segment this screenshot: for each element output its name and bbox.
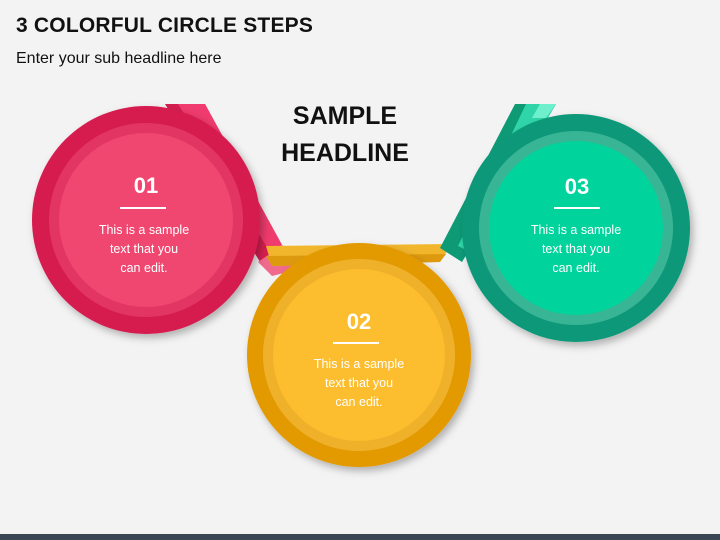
- slide-title: 3 COLORFUL CIRCLE STEPS: [16, 14, 314, 37]
- step-text-03-line-3: can edit.: [552, 261, 600, 275]
- step-divider-01: [120, 207, 166, 209]
- step-text-02-line-3: can edit.: [335, 395, 383, 409]
- step-text-01-line-1: This is a sample: [98, 223, 190, 237]
- step-text-01: This is a sample text that you can edit.: [74, 221, 214, 278]
- step-text-02: This is a sample text that you can edit.: [289, 355, 429, 412]
- step-divider-03: [554, 207, 600, 209]
- step-number-03: 03: [564, 174, 590, 199]
- step-text-02-line-2: text that you: [324, 376, 394, 390]
- step-text-01-line-2: text that you: [109, 242, 179, 256]
- sample-headline: SAMPLE HEADLINE: [250, 98, 440, 172]
- step-number-01: 01: [133, 173, 159, 198]
- step-text-03-line-2: text that you: [541, 242, 611, 256]
- step-text-01-line-3: can edit.: [120, 261, 168, 275]
- step-text-03-line-1: This is a sample: [530, 223, 622, 237]
- step-circle-01: [32, 106, 260, 334]
- step-divider-02: [333, 342, 379, 344]
- step-text-02-line-1: This is a sample: [313, 357, 405, 371]
- slide-subtitle: Enter your sub headline here: [16, 50, 222, 67]
- bottom-bar: [0, 534, 720, 540]
- headline-line-2: HEADLINE: [281, 139, 409, 167]
- step-circle-02: [247, 243, 471, 467]
- headline-line-1: SAMPLE: [292, 102, 398, 130]
- step-circle-03: [462, 114, 690, 342]
- step-text-03: This is a sample text that you can edit.: [506, 221, 646, 278]
- step-number-02: 02: [346, 309, 372, 334]
